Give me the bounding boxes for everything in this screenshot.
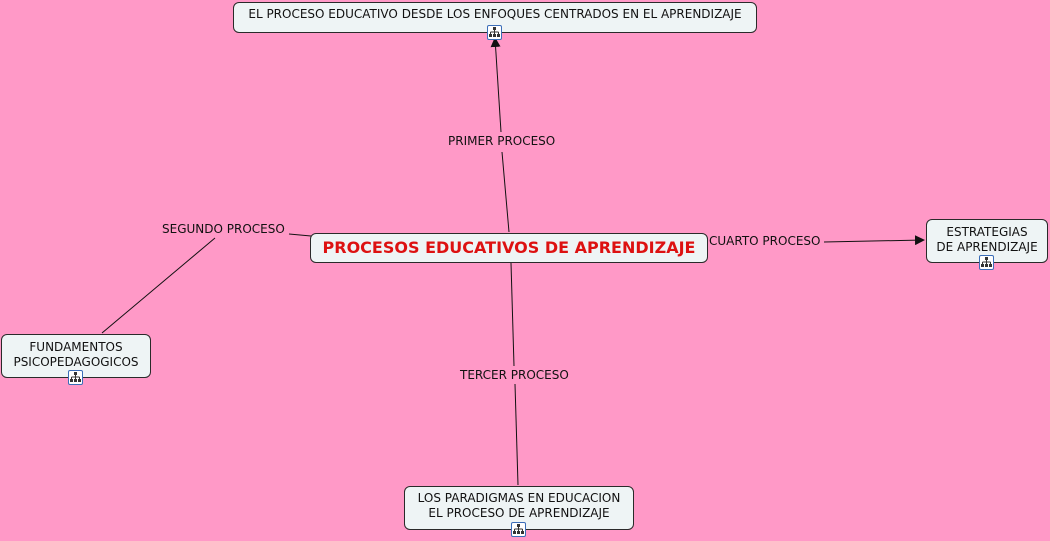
concept-map-icon[interactable] (487, 25, 502, 40)
connector-cuarto-proceso-long (823, 235, 925, 246)
central-concept-label: PROCESOS EDUCATIVOS DE APRENDIZAJE (322, 238, 696, 257)
concept-node-paradigmas[interactable]: LOS PARADIGMAS EN EDUCACION EL PROCESO D… (404, 486, 634, 530)
link-label-primer-proceso: PRIMER PROCESO (446, 134, 558, 149)
central-concept-node[interactable]: PROCESOS EDUCATIVOS DE APRENDIZAJE (310, 233, 708, 263)
connector-primer-proceso-lower (501, 151, 510, 233)
concept-node-enfoques[interactable]: EL PROCESO EDUCATIVO DESDE LOS ENFOQUES … (233, 2, 757, 33)
link-label-tercer-proceso: TERCER PROCESO (458, 368, 571, 383)
concept-map-icon[interactable] (68, 370, 83, 385)
concept-node-estrategias-label: ESTRATEGIAS DE APRENDIZAJE (936, 225, 1038, 254)
link-label-segundo-proceso: SEGUNDO PROCESO (160, 222, 287, 237)
connector-tercer-proceso-upper (510, 262, 515, 367)
concept-node-fundamentos[interactable]: FUNDAMENTOS PSICOPEDAGOGICOS (1, 334, 151, 378)
connector-segundo-proceso-long (101, 237, 216, 334)
connector-primer-proceso-upper (490, 37, 502, 133)
concept-node-enfoques-label: EL PROCESO EDUCATIVO DESDE LOS ENFOQUES … (248, 7, 742, 21)
link-label-cuarto-proceso: CUARTO PROCESO (707, 234, 823, 249)
concept-map-icon[interactable] (979, 255, 994, 270)
connector-segundo-proceso-short (288, 233, 312, 237)
concept-map-icon[interactable] (511, 522, 526, 537)
concept-node-paradigmas-label: LOS PARADIGMAS EN EDUCACION EL PROCESO D… (417, 491, 621, 520)
connector-tercer-proceso-lower (514, 383, 519, 486)
concept-node-fundamentos-label: FUNDAMENTOS PSICOPEDAGOGICOS (13, 340, 139, 369)
